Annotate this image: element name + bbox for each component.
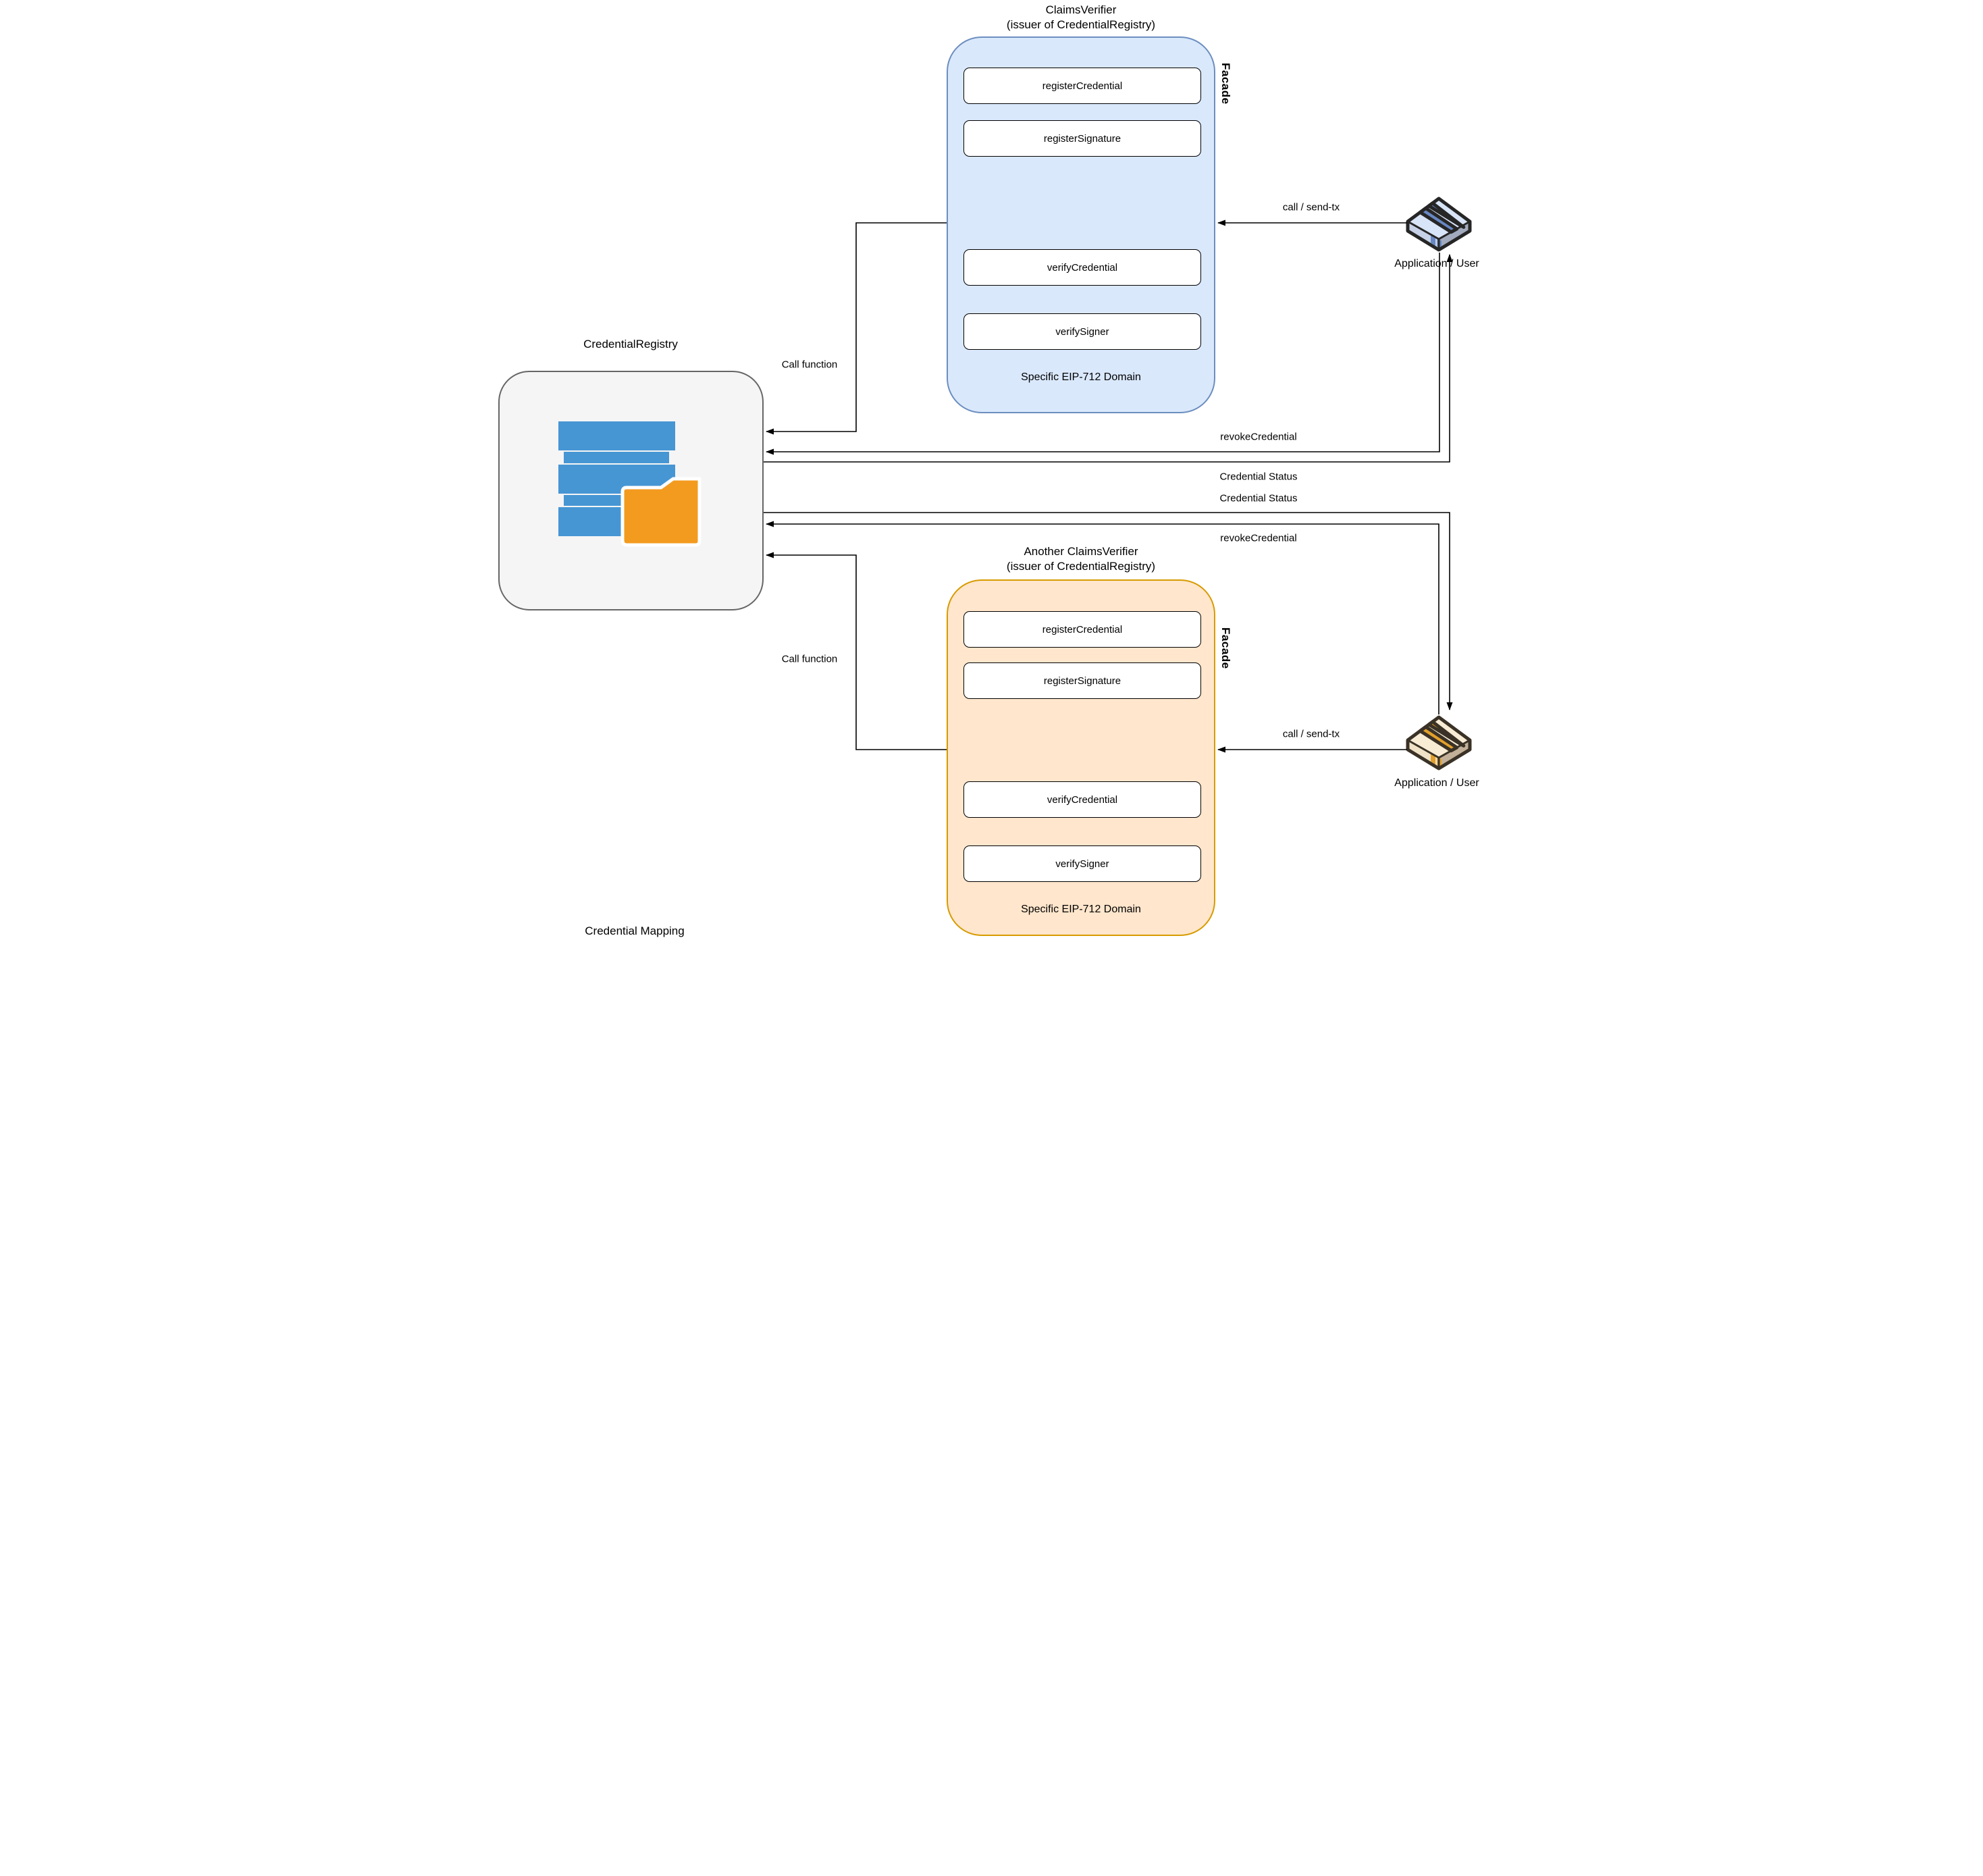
facade-label-top: Facade xyxy=(1219,63,1232,105)
label-credential-status-top: Credential Status xyxy=(1219,471,1298,483)
edge-call-function-top xyxy=(766,222,947,435)
verifier-bottom-title: Another ClaimsVerifier (issuer of Creden… xyxy=(947,544,1215,574)
function-box-verify-signer-2: verifySigner xyxy=(963,845,1201,882)
application-user-label-top: Application / User xyxy=(1394,258,1479,269)
label-revoke-credential-top: revokeCredential xyxy=(1220,431,1297,443)
verifier-top-title-line2: (issuer of CredentialRegistry) xyxy=(1006,18,1156,32)
label-revoke-credential-bottom: revokeCredential xyxy=(1220,532,1297,544)
architecture-diagram: CredentialRegistry Credential Mapping Cl… xyxy=(496,0,1487,938)
registry-title: CredentialRegistry xyxy=(583,338,678,350)
label-call-function-top: Call function xyxy=(781,359,838,371)
function-box-verify-signer: verifySigner xyxy=(963,313,1201,350)
database-folder-icon xyxy=(558,421,702,547)
claims-verifier-bottom-node: registerCredential registerSignature ver… xyxy=(947,579,1215,936)
function-box-verify-credential: verifyCredential xyxy=(963,249,1201,286)
label-call-send-tx-bottom: call / send-tx xyxy=(1282,728,1340,740)
application-user-label-bottom: Application / User xyxy=(1394,777,1479,789)
label-credential-status-bottom: Credential Status xyxy=(1219,492,1298,504)
eip712-domain-label-bottom: Specific EIP-712 Domain xyxy=(1021,904,1141,915)
edge-call-function-bottom xyxy=(766,552,947,750)
facade-label-bottom: Facade xyxy=(1219,627,1232,669)
function-box-verify-credential-2: verifyCredential xyxy=(963,781,1201,818)
function-box-register-credential-2: registerCredential xyxy=(963,611,1201,648)
application-user-icon-bottom xyxy=(1406,715,1472,771)
eip712-domain-label-top: Specific EIP-712 Domain xyxy=(1021,371,1141,383)
registry-caption: Credential Mapping xyxy=(585,924,685,937)
verifier-top-title-line1: ClaimsVerifier xyxy=(1045,3,1117,16)
verifier-top-title: ClaimsVerifier (issuer of CredentialRegi… xyxy=(947,3,1215,32)
function-box-register-signature: registerSignature xyxy=(963,120,1201,157)
verifier-bottom-title-line1: Another ClaimsVerifier xyxy=(1024,545,1138,558)
application-user-icon-top xyxy=(1406,197,1472,252)
credential-registry-node: Credential Mapping xyxy=(498,371,764,937)
function-box-register-signature-2: registerSignature xyxy=(963,662,1201,699)
label-call-function-bottom: Call function xyxy=(781,653,838,665)
label-call-send-tx-top: call / send-tx xyxy=(1282,201,1340,213)
function-box-register-credential: registerCredential xyxy=(963,68,1201,104)
verifier-bottom-title-line2: (issuer of CredentialRegistry) xyxy=(1006,560,1156,573)
claims-verifier-top-node: registerCredential registerSignature ver… xyxy=(947,36,1215,413)
